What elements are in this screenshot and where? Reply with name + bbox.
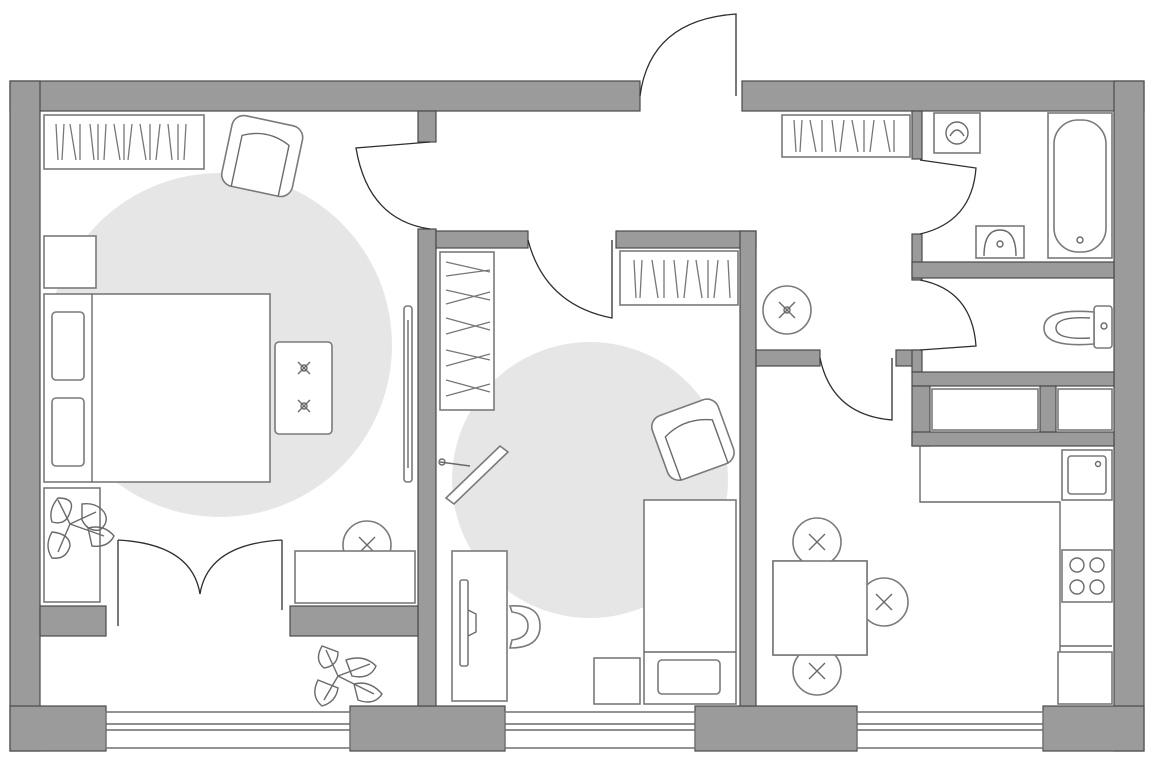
outer-wall-bottom-3 [694,705,858,752]
window-bedroom [105,711,351,749]
bedroom-furniture [43,114,416,604]
toilet-fixtures [1043,305,1113,349]
storage-bottom-wall [911,431,1115,447]
kitchen-sink [1061,449,1113,501]
window-childroom [504,711,696,749]
bedroom-wall-stub-top [417,110,437,143]
kitchen-furniture [772,446,1113,705]
bedroom-armchair [220,114,304,198]
toilet-left-wall [911,349,923,373]
outer-wall-top-left [9,80,641,112]
childroom-bed [643,499,737,705]
childroom-top-wall-right [615,230,757,249]
outer-wall-right [1113,80,1145,752]
outer-wall-bottom-4 [1042,705,1145,752]
toilet-door [919,279,977,351]
balcony-plant [314,645,383,707]
bedroom-bed [43,293,271,483]
bedroom-desk [294,520,416,604]
toilet-bowl [1043,305,1113,349]
childroom-right-wall [739,230,757,707]
kitchen-fridge [1057,651,1113,705]
toilet-bottom-wall [911,371,1115,387]
bedroom-right-wall [417,228,437,707]
dining-chair-top [792,517,842,567]
hallway-wardrobe [781,114,911,158]
childroom-door [527,239,613,319]
childroom-furniture [438,250,739,705]
outer-wall-left [9,80,41,752]
windows [105,711,1044,749]
outer-wall-top-right [741,80,1145,112]
storage-cabinets [931,388,1113,431]
bedroom-door [355,141,431,230]
storage-cabinet-left [931,388,1039,431]
window-kitchen [856,711,1044,749]
storage-divider [1039,385,1057,433]
hallway-stool [762,285,812,335]
bedroom-bench [274,341,333,435]
childroom-armchair [651,398,735,481]
childroom-desk [451,550,541,702]
outer-wall-bottom-2 [349,705,506,752]
bathroom-wall-stub-1 [911,110,923,160]
bedroom-bottom-wall-right [289,605,419,637]
doors [117,13,977,626]
bathroom-door [919,159,977,235]
balcony-door-right [199,539,283,610]
childroom-easel [438,444,510,506]
bathroom-left-wall [911,233,923,281]
kitchen-door [819,357,893,421]
bathroom-sink [975,225,1025,259]
outer-wall-bottom-1 [9,705,107,752]
bathtub [1047,112,1113,259]
kitchen-top-wall-left [755,349,821,367]
bedroom-tv [403,305,413,483]
hallway-furniture [762,114,911,335]
childroom-top-wall-left [435,230,529,249]
bedroom-bottom-wall-left [39,605,107,637]
washing-machine [933,112,981,154]
storage-cabinet-right [1057,388,1113,431]
walls [9,80,1145,752]
bedroom-plant [43,487,115,603]
childroom-bookshelf [619,250,739,306]
bedroom-nightstand [43,235,97,289]
kitchen-counter [919,446,1061,704]
bedroom-bookshelf [43,114,205,170]
childroom-shelf-left [439,251,495,411]
entrance-door [639,13,737,97]
childroom-box [593,657,641,705]
bathroom-bottom-wall [911,261,1115,279]
balcony-door-left [117,539,201,626]
kitchen-stove [1061,549,1113,603]
bathroom-fixtures [933,112,1113,259]
